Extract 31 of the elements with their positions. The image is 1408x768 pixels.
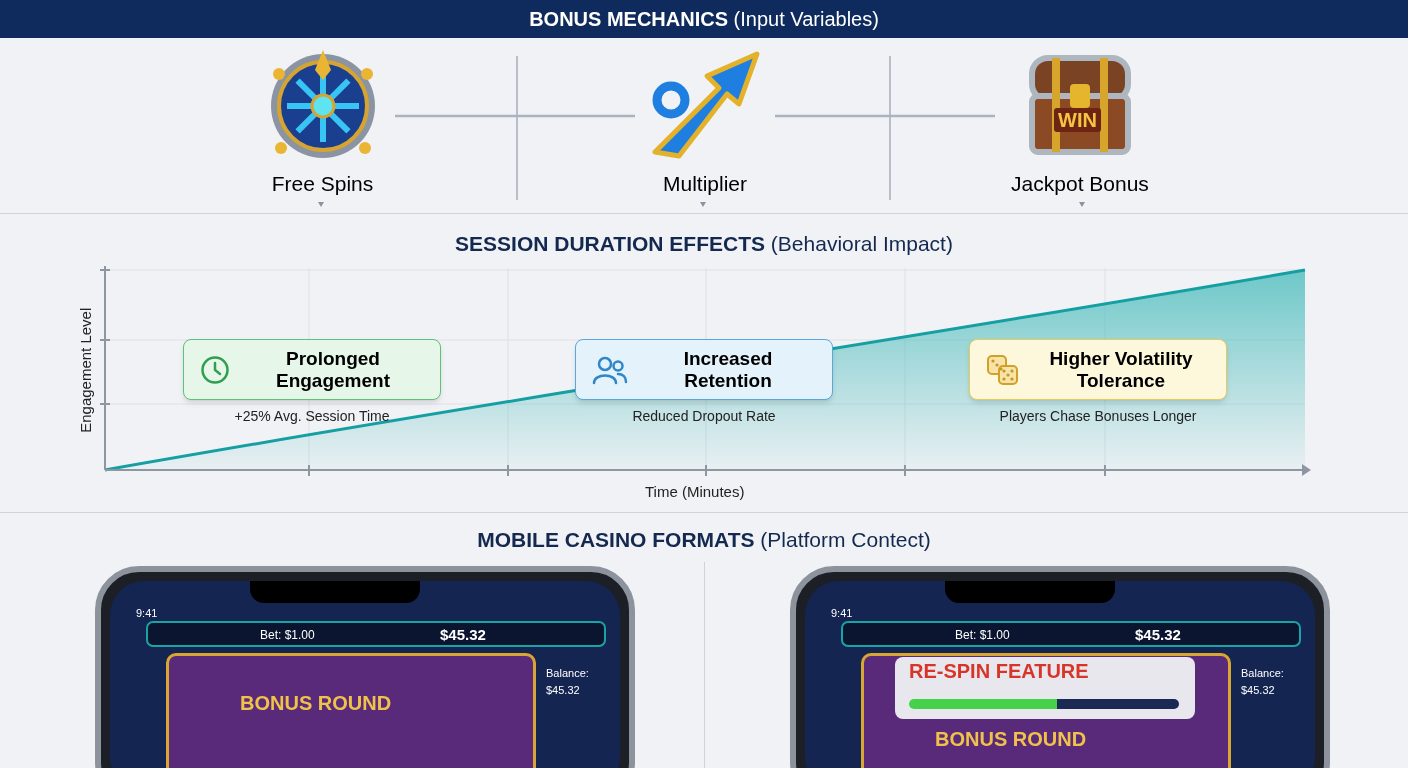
bonus-round-title: BONUS ROUND [935, 727, 1087, 751]
connector-line [395, 114, 635, 118]
balance-amount: $45.32 [1135, 625, 1181, 645]
bet-text: Bet: $1.00 [260, 627, 315, 644]
effect-card [575, 339, 833, 400]
card-title: Prolonged Engagement [275, 347, 391, 392]
status-time: 9:41 [136, 606, 158, 621]
mechanic-label: Free Spins [271, 171, 374, 197]
chest-text: WIN [1054, 108, 1101, 132]
connector-line [775, 114, 995, 118]
card-title: Increased Retention [682, 347, 774, 392]
section-heading: MOBILE CASINO FORMATS (Platform Contect) [477, 527, 931, 553]
axis-label: Time (Minutes) [645, 482, 745, 502]
mechanic-label: Multiplier [663, 171, 747, 197]
effect-card [969, 339, 1227, 400]
feature-title: RE-SPIN FEATURE [909, 659, 1089, 683]
bet-text: Bet: $1.00 [955, 627, 1010, 644]
axis-label: Engagement Level [76, 307, 96, 433]
effect-note: +25% Avg. Session Time [234, 407, 390, 426]
balance-amount: $45.32 [440, 625, 486, 645]
section-heading: SESSION DURATION EFFECTS (Behavioral Impact) [455, 231, 953, 257]
card-title: Higher Volatility Tolerance [1048, 347, 1194, 392]
balance-text: Balance: $45.32 [1241, 666, 1285, 698]
balance-text: Balance: $45.32 [546, 666, 590, 698]
effect-note: Players Chase Bonuses Longer [999, 407, 1197, 426]
effect-note: Reduced Dropout Rate [632, 407, 776, 426]
effect-card [183, 339, 441, 400]
mechanic-label: Jackpot Bonus [1011, 171, 1149, 197]
status-time: 9:41 [831, 606, 853, 621]
title: BONUS MECHANICS (Input Variables) [529, 7, 879, 32]
bonus-round-title: BONUS ROUND [240, 691, 392, 715]
